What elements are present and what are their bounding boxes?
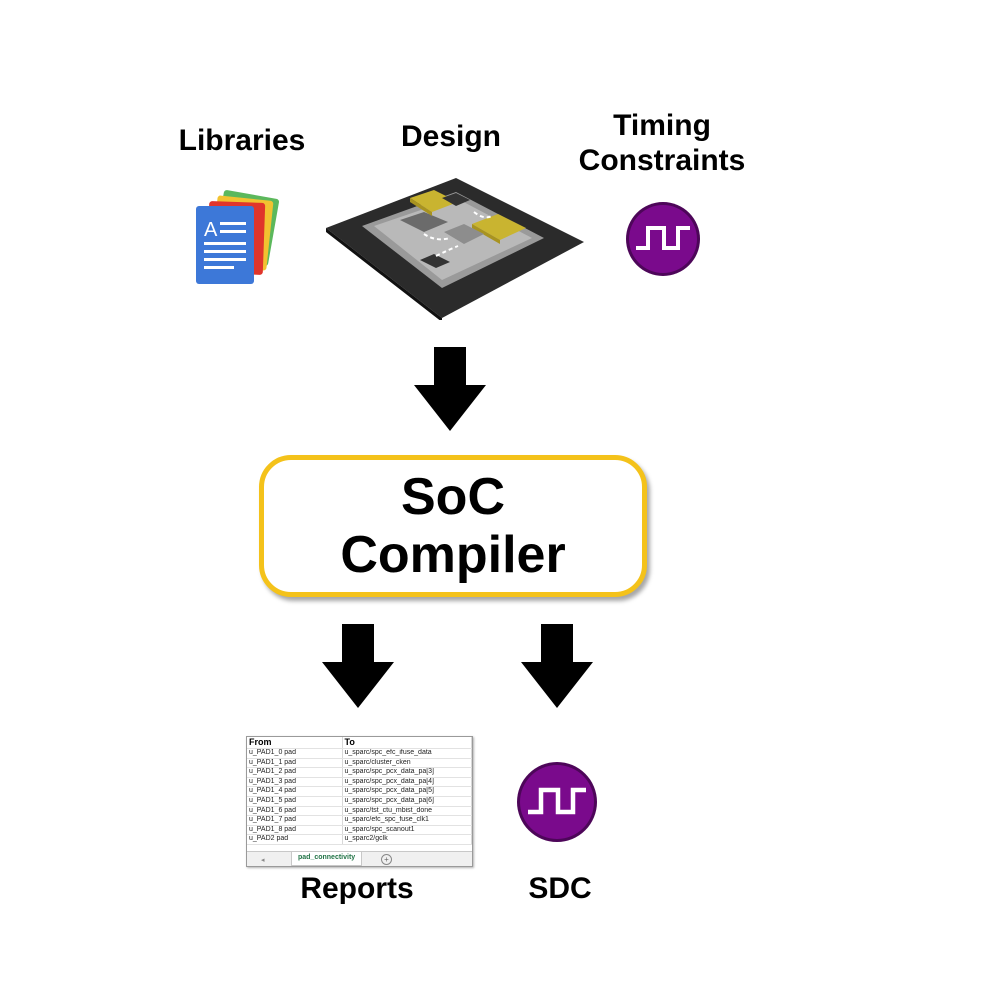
libraries-label: Libraries <box>178 124 306 157</box>
cell-from: u_PAD1_5 pad <box>247 796 343 807</box>
down-arrow-icon <box>521 624 593 708</box>
cell-to: u_sparc/spc_pcx_data_pa[5] <box>342 786 472 797</box>
cell-from: u_PAD1_0 pad <box>247 748 343 759</box>
timing-constraints-label: Timing Constraints <box>566 108 758 178</box>
add-sheet-icon[interactable]: + <box>381 854 392 865</box>
sheet-tab-pad-connectivity[interactable]: pad_connectivity <box>291 852 363 866</box>
down-arrow-icon <box>414 347 486 431</box>
cell-to: u_sparc/spc_pcx_data_pa[4] <box>342 777 472 788</box>
chip-icon <box>326 178 584 320</box>
sheet-tab-bar: ◂ pad_connectivity + <box>247 851 472 866</box>
clock-waveform-icon <box>517 762 597 842</box>
soc-compiler-box: SoC Compiler <box>259 455 647 597</box>
down-arrow-icon <box>322 624 394 708</box>
cell-from: u_PAD1_1 pad <box>247 758 343 769</box>
cell-from: u_PAD1_8 pad <box>247 825 343 836</box>
cell-to: u_sparc/spc_efc_ifuse_data <box>342 748 472 759</box>
cell-to: u_sparc/spc_pcx_data_pa[6] <box>342 796 472 807</box>
reports-label: Reports <box>300 872 414 905</box>
cell-from: u_PAD1_3 pad <box>247 777 343 788</box>
cell-to: u_sparc2/gclk <box>342 834 472 845</box>
cell-to: u_sparc/cluster_cken <box>342 758 472 769</box>
cell-from: u_PAD2 pad <box>247 834 343 845</box>
document-stack-icon: A <box>196 190 280 284</box>
cell-to: u_sparc/efc_spc_fuse_clk1 <box>342 815 472 826</box>
design-label: Design <box>400 120 502 153</box>
column-header-to: To <box>342 737 472 749</box>
timing-label-line2: Constraints <box>578 144 746 177</box>
table-header-row: From To <box>247 737 472 749</box>
cell-to: u_sparc/tst_ctu_mbist_done <box>342 806 472 817</box>
cell-from: u_PAD1_6 pad <box>247 806 343 817</box>
timing-label-line1: Timing <box>613 109 711 142</box>
sheet-nav-arrow-icon[interactable]: ◂ <box>261 857 265 864</box>
svg-text:A: A <box>204 219 218 241</box>
compiler-title-line1: SoC <box>401 468 505 526</box>
column-header-from: From <box>247 737 343 749</box>
sdc-label: SDC <box>528 872 592 905</box>
cell-from: u_PAD1_4 pad <box>247 786 343 797</box>
cell-from: u_PAD1_2 pad <box>247 767 343 778</box>
cell-to: u_sparc/spc_pcx_data_pa[3] <box>342 767 472 778</box>
cell-from: u_PAD1_7 pad <box>247 815 343 826</box>
clock-waveform-icon <box>626 202 700 276</box>
cell-to: u_sparc/spc_scanout1 <box>342 825 472 836</box>
compiler-title-line2: Compiler <box>340 526 566 584</box>
